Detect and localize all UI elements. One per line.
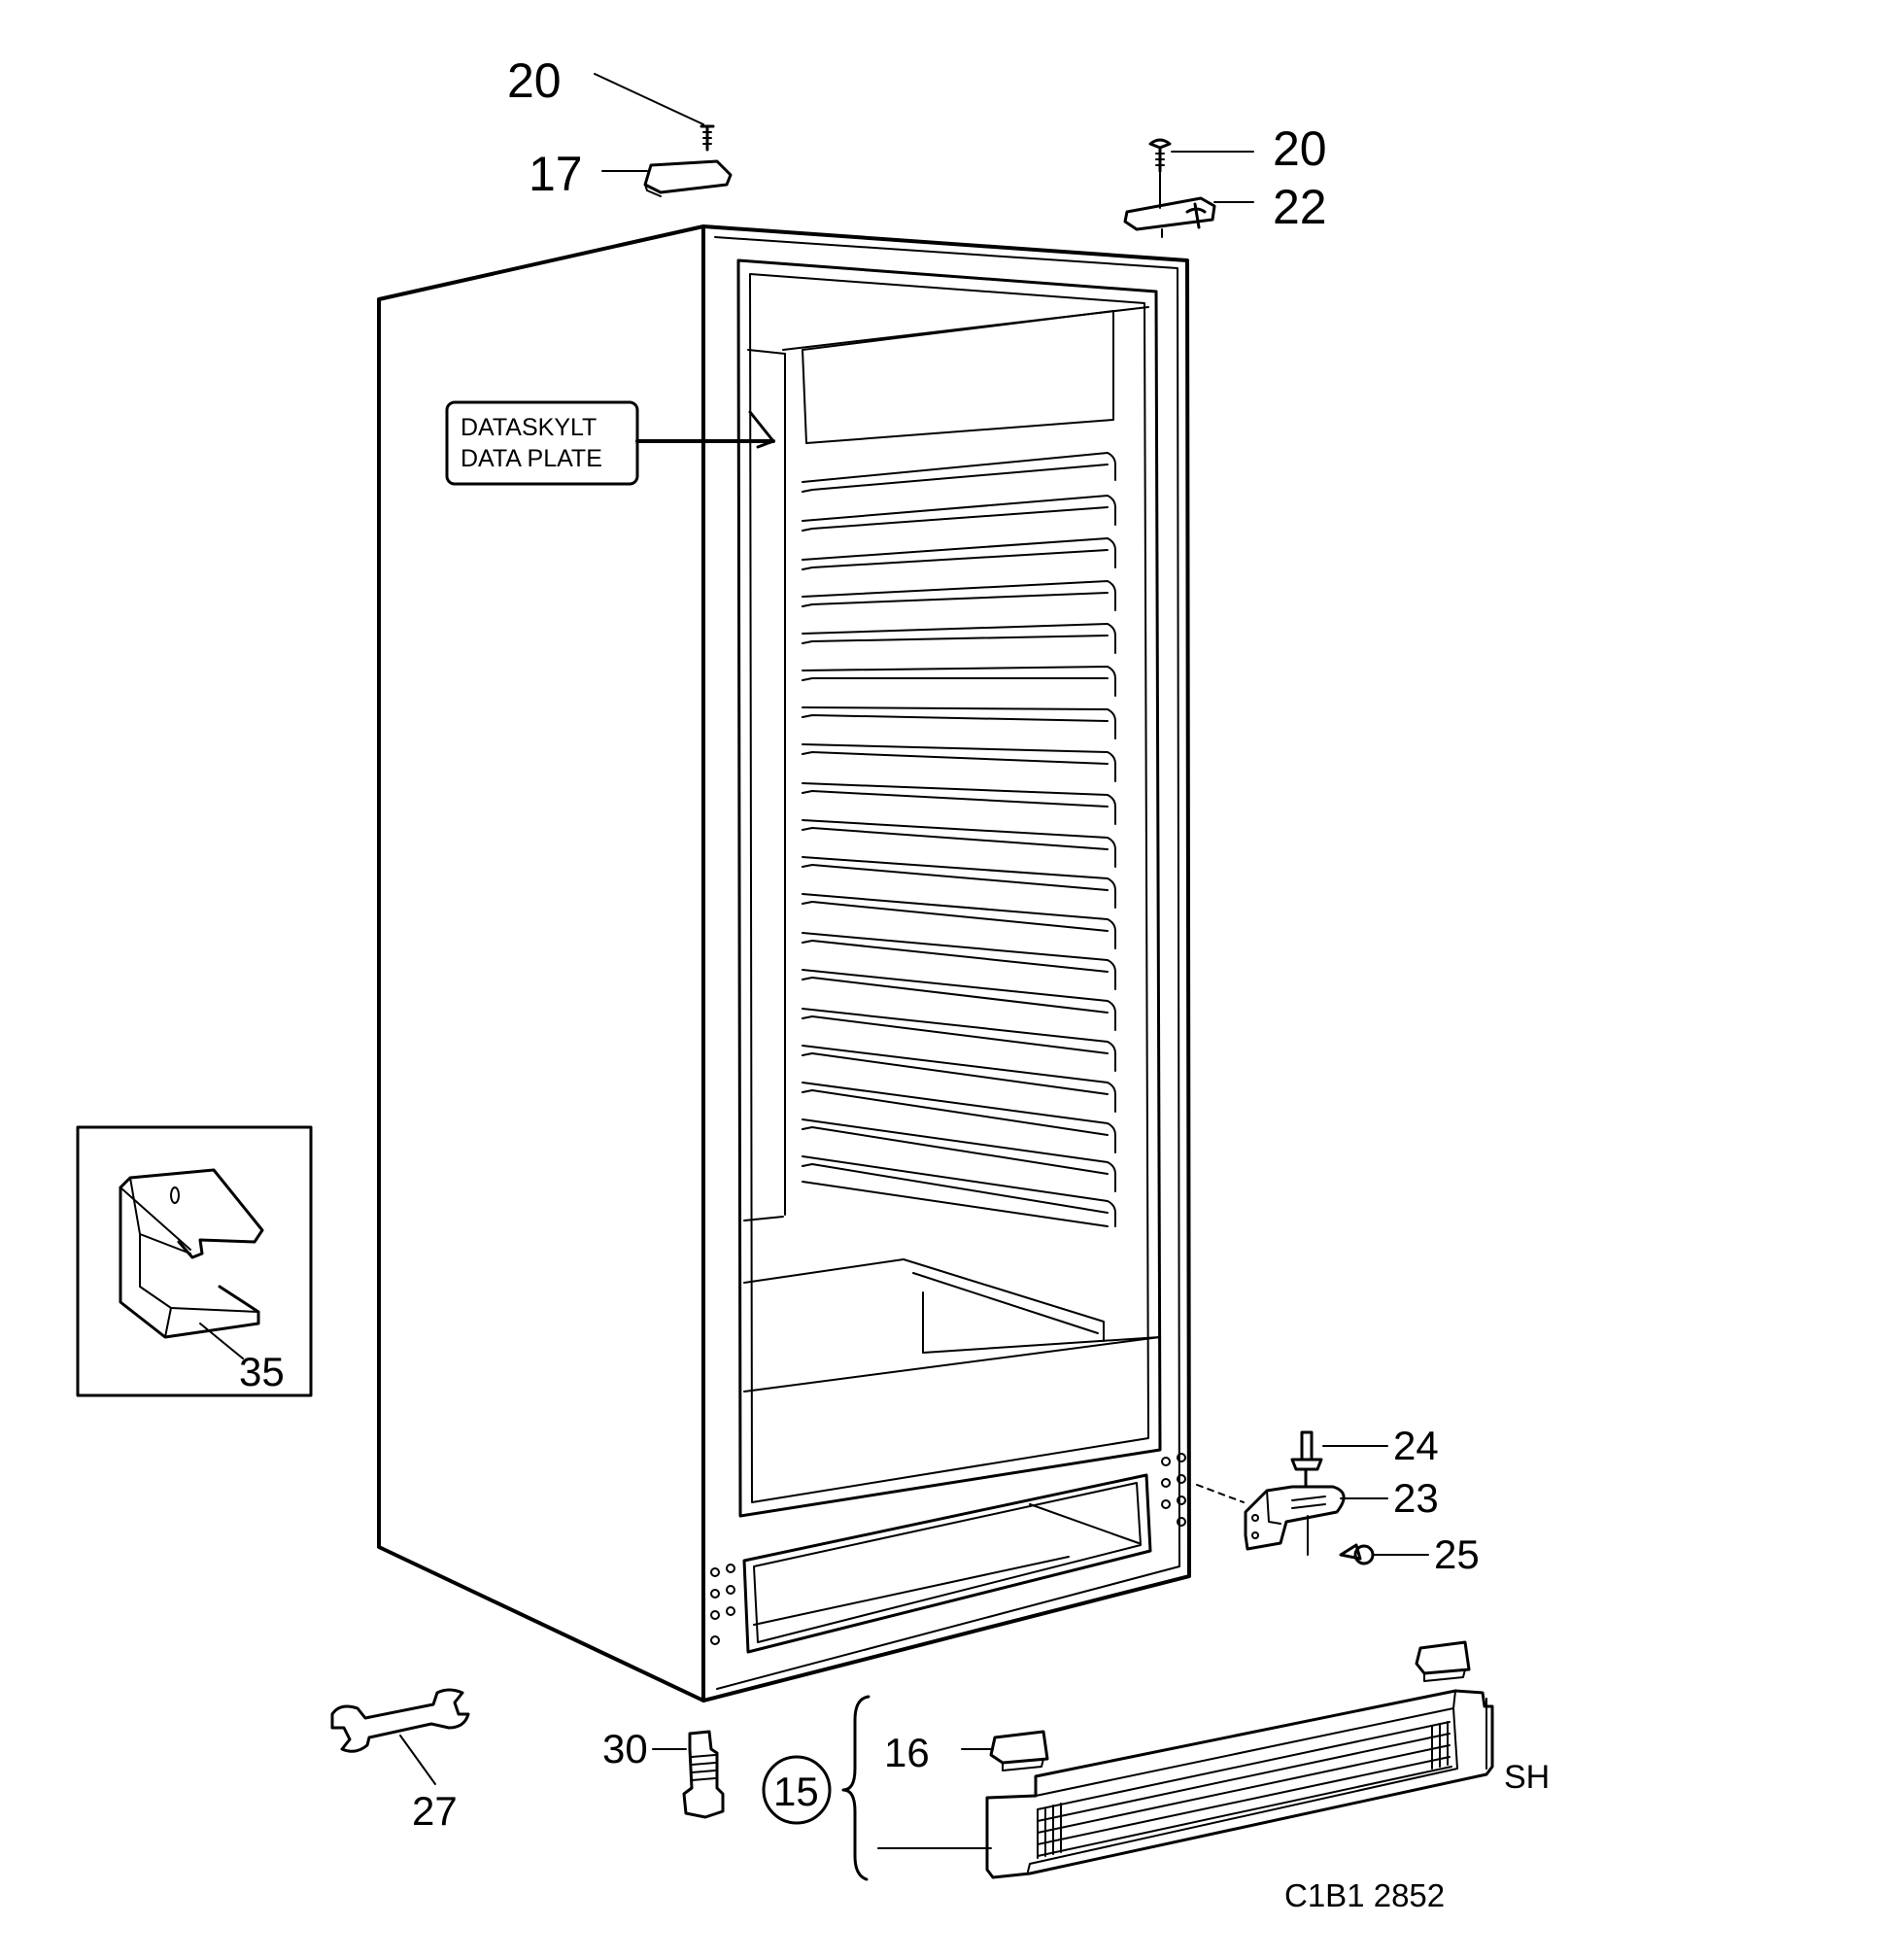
adjustable-foot: 30 [602, 1726, 725, 1819]
shelf-ridges [802, 452, 1116, 1227]
data-plate-label: DATASKYLT DATA PLATE [445, 400, 775, 486]
callout-20-top-left: 20 [507, 53, 562, 108]
wrench: 27 [330, 1688, 470, 1834]
callout-27: 27 [412, 1788, 458, 1834]
callout-25: 25 [1434, 1531, 1480, 1577]
callout-30: 30 [602, 1726, 648, 1771]
grille-group: 15 16 [762, 1640, 1471, 1881]
callout-23: 23 [1393, 1475, 1439, 1521]
data-plate-line1: DATASKYLT [461, 414, 597, 441]
callout-sh: SH [1504, 1759, 1550, 1796]
callout-15: 15 [773, 1769, 819, 1814]
callout-22: 22 [1273, 180, 1327, 234]
callout-20-top-right: 20 [1273, 121, 1327, 176]
bottom-hinge-assembly: 24 23 25 [1196, 1423, 1480, 1577]
callout-16: 16 [884, 1730, 930, 1775]
top-left-hinge-assembly: 20 17 [507, 53, 733, 201]
top-right-hinge-assembly: 20 22 [1123, 121, 1327, 238]
callout-24: 24 [1393, 1423, 1439, 1468]
cabinet [377, 224, 1191, 1702]
bracket-inset: 35 [76, 1125, 313, 1397]
kickplate-grille: SH [985, 1689, 1550, 1879]
figure-code: C1B1 2852 [1284, 1877, 1445, 1913]
callout-17: 17 [529, 147, 583, 201]
data-plate-line2: DATA PLATE [461, 445, 602, 472]
callout-35: 35 [239, 1349, 285, 1394]
